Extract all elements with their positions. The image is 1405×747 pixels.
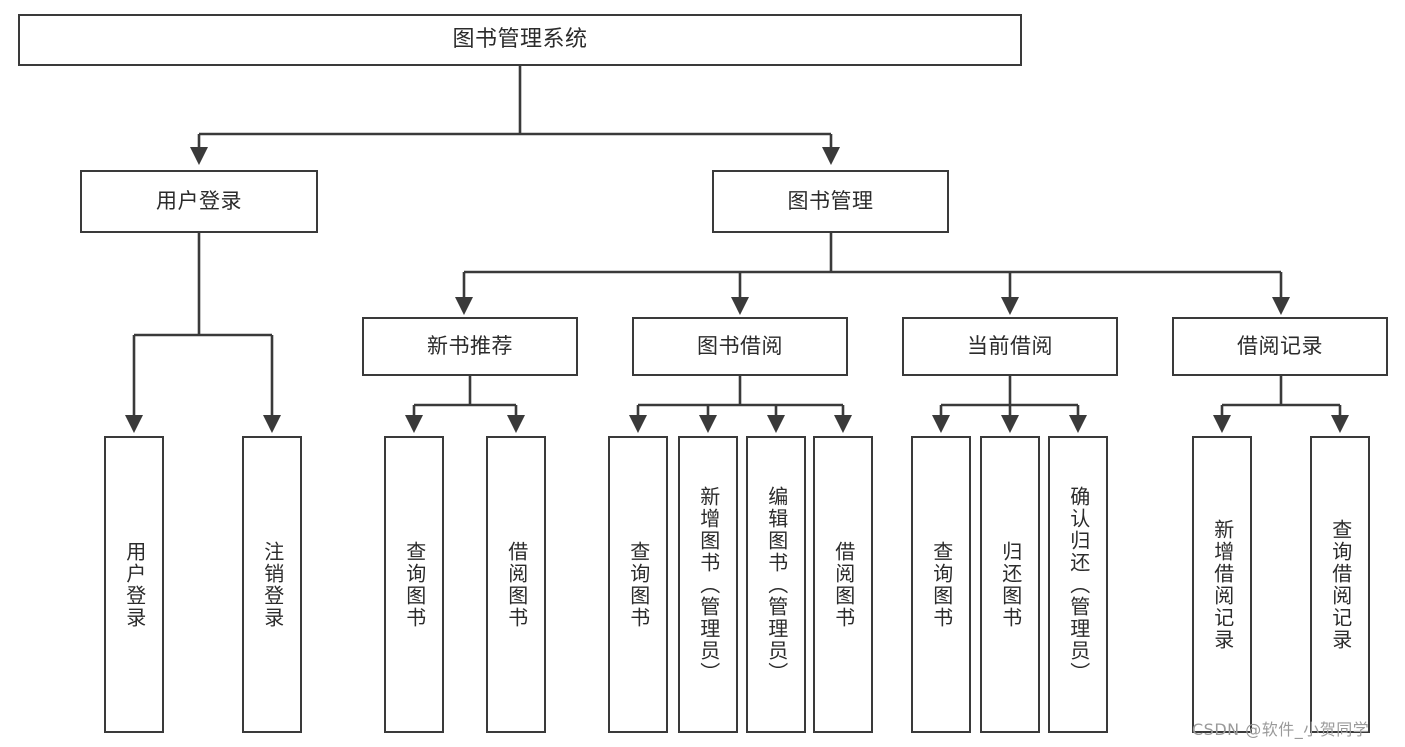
node-label: 图书管理	[787, 189, 874, 214]
node-root-book-management-system[interactable]: 图书管理系统	[18, 14, 1022, 66]
node-label: 借阅图书	[504, 540, 529, 629]
node-label: 用户登录	[122, 540, 147, 629]
leaf-user-login-login[interactable]: 用户登录	[104, 436, 164, 733]
node-label: 新增图书（管理员）	[696, 485, 721, 684]
leaf-new-book-query-book[interactable]: 查询图书	[384, 436, 444, 733]
node-label: 归还图书	[998, 540, 1023, 629]
node-new-book-recommendation[interactable]: 新书推荐	[362, 317, 578, 376]
csdn-watermark: CSDN @软件_小贺同学	[1192, 720, 1370, 739]
leaf-current-borrow-return-book[interactable]: 归还图书	[980, 436, 1040, 733]
leaf-book-borrow-edit-book-admin[interactable]: 编辑图书（管理员）	[746, 436, 806, 733]
node-label: 新书推荐	[427, 334, 513, 359]
node-label: 图书管理系统	[452, 27, 588, 53]
node-label: 查询图书	[626, 540, 651, 629]
node-book-management[interactable]: 图书管理	[712, 170, 949, 233]
leaf-current-borrow-confirm-return-admin[interactable]: 确认归还（管理员）	[1048, 436, 1108, 733]
leaf-borrow-record-query-record[interactable]: 查询借阅记录	[1310, 436, 1370, 733]
node-current-borrowing[interactable]: 当前借阅	[902, 317, 1118, 376]
node-label: 借阅图书	[831, 540, 856, 629]
node-label: 查询图书	[402, 540, 427, 629]
leaf-new-book-borrow-book[interactable]: 借阅图书	[486, 436, 546, 733]
node-label: 图书借阅	[697, 334, 783, 359]
node-borrowing-record[interactable]: 借阅记录	[1172, 317, 1388, 376]
node-label: 查询借阅记录	[1328, 518, 1353, 651]
node-label: 当前借阅	[967, 334, 1053, 359]
leaf-book-borrow-add-book-admin[interactable]: 新增图书（管理员）	[678, 436, 738, 733]
leaf-book-borrow-borrow-book[interactable]: 借阅图书	[813, 436, 873, 733]
node-label: 借阅记录	[1237, 334, 1323, 359]
leaf-current-borrow-query-book[interactable]: 查询图书	[911, 436, 971, 733]
node-user-login[interactable]: 用户登录	[80, 170, 318, 233]
leaf-borrow-record-add-record[interactable]: 新增借阅记录	[1192, 436, 1252, 733]
node-book-borrowing[interactable]: 图书借阅	[632, 317, 848, 376]
node-label: 查询图书	[929, 540, 954, 629]
leaf-book-borrow-query-book[interactable]: 查询图书	[608, 436, 668, 733]
node-label: 编辑图书（管理员）	[764, 485, 789, 684]
leaf-user-login-logout[interactable]: 注销登录	[242, 436, 302, 733]
node-label: 用户登录	[156, 189, 242, 214]
node-label: 确认归还（管理员）	[1066, 485, 1091, 684]
node-label: 新增借阅记录	[1210, 518, 1235, 651]
node-label: 注销登录	[260, 540, 285, 629]
